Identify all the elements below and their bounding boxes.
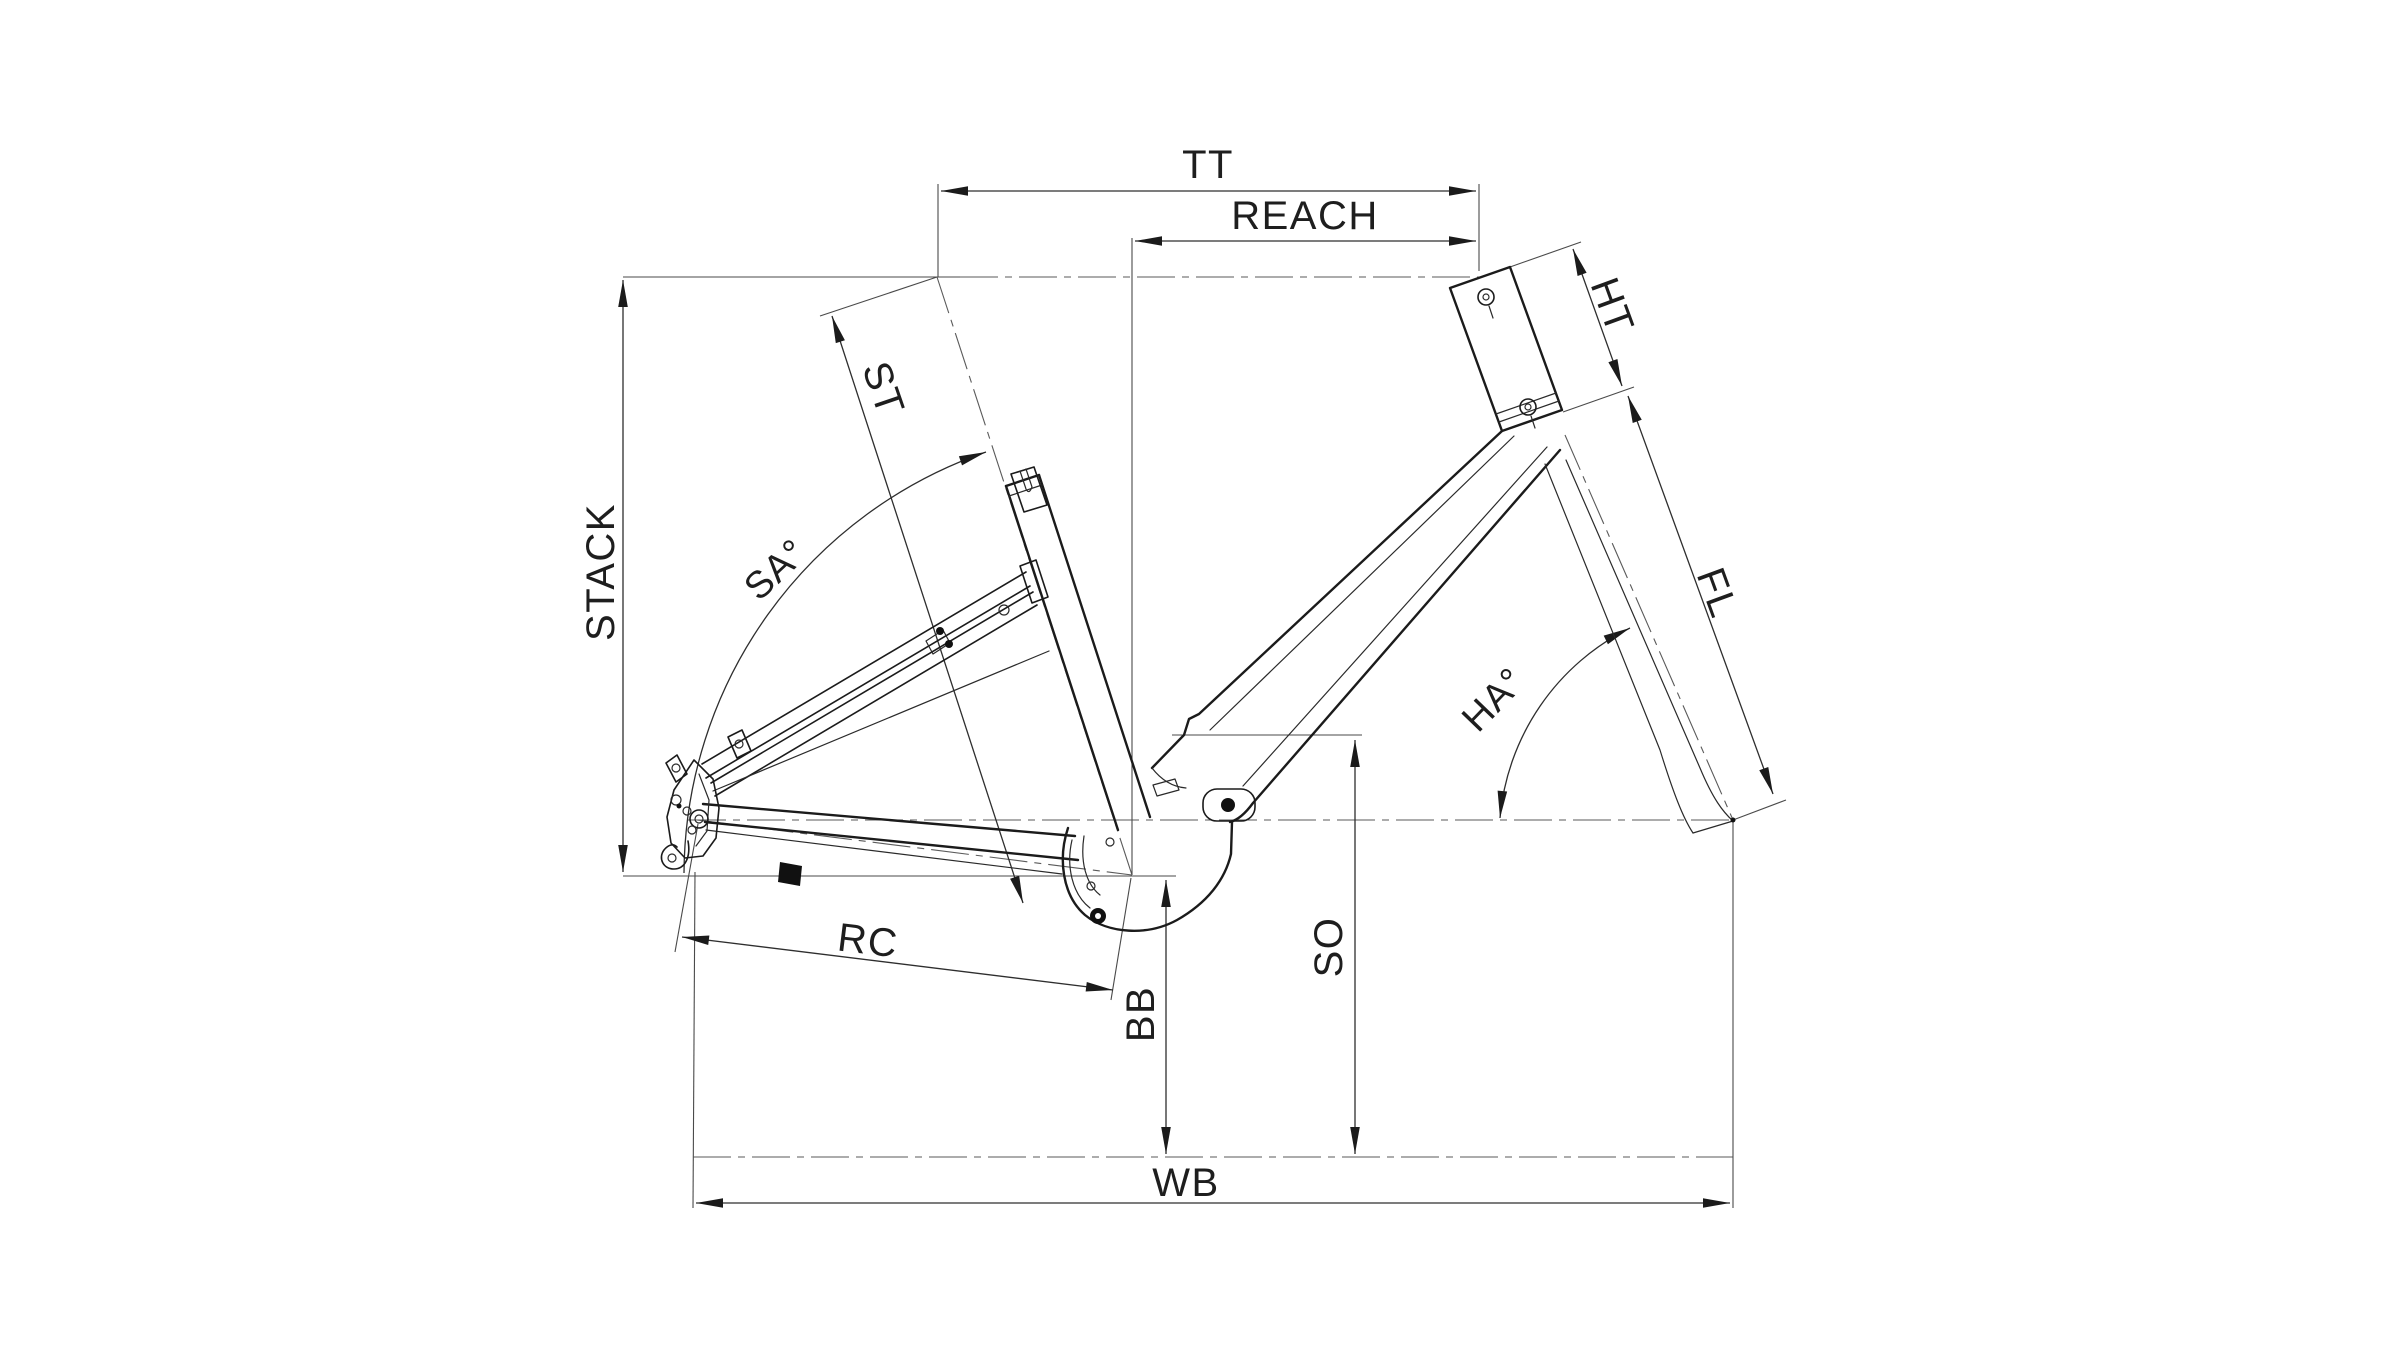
fork [1544,459,1736,834]
extension-lines [623,184,1787,1209]
motor-mount [1202,788,1256,822]
label-wb: WB [1152,1161,1219,1205]
label-stack: STACK [579,503,623,641]
kickstand-plate [778,862,802,886]
rear-dropout [660,729,752,870]
label-st: ST [853,356,912,422]
label-fl: FL [1688,562,1746,624]
rc-dimension-line [681,935,1114,992]
fl-dimension-line [1627,395,1774,795]
st-dimension-line [831,315,1024,904]
label-sa: SA° [736,531,815,609]
rack-mount-tab [665,754,688,783]
label-ht: HT [1582,272,1643,340]
dimension-labels: TT REACH HT ST STACK SA° FL HA° RC BB SO… [579,143,1746,1205]
dimension-lines [618,186,1774,1208]
label-so: SO [1307,917,1351,978]
head-tube [1448,265,1564,433]
construction-centerlines [623,276,1734,1158]
label-reach: REACH [1231,194,1379,238]
label-rc: RC [835,915,901,966]
bike-frame-drawing [660,265,1736,932]
front-axle-point [1730,817,1736,823]
motor-housing [1061,788,1256,932]
down-tube [1150,429,1562,824]
sa-angle-arc [683,451,987,874]
chainstays [701,802,1080,886]
derailleur-hanger [660,840,690,870]
label-ha: HA° [1454,660,1534,740]
seat-tube [1004,466,1152,832]
ha-angle-arc [1497,627,1631,819]
label-tt: TT [1182,143,1234,187]
label-bb: BB [1119,986,1163,1042]
rack-mount-tab [727,729,752,759]
seat-stays [701,559,1050,797]
ht-dimension-line [1572,248,1623,387]
